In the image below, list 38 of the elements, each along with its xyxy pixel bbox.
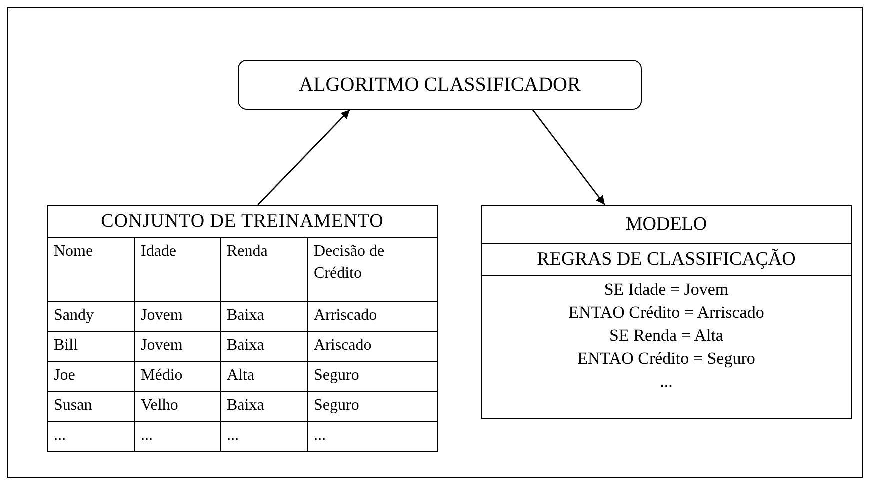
table-cell: Jovem	[135, 332, 221, 362]
table-cell: Arriscado	[308, 302, 437, 332]
table-cell: ...	[135, 422, 221, 452]
box-title: MODELO	[626, 214, 708, 236]
table-title: CONJUNTO DE TREINAMENTO	[101, 210, 384, 232]
process-box	[238, 60, 642, 110]
table-cell-text: ...	[313, 426, 327, 446]
table-cell: ...	[48, 422, 135, 452]
table-cell: Médio	[135, 362, 221, 392]
arrow	[258, 110, 350, 206]
table-cell: Seguro	[308, 392, 437, 422]
table-cell: Idade	[135, 238, 221, 302]
model-box	[481, 205, 852, 419]
table-cell: Joe	[48, 362, 135, 392]
box-title: ALGORITMO CLASSIFICADOR	[299, 74, 581, 96]
table-cell: Susan	[48, 392, 135, 422]
table-cell: Baixa	[221, 302, 308, 332]
table-cell: Renda	[221, 238, 308, 302]
table-cell: Jovem	[135, 302, 221, 332]
rule-text: SE Renda = Alta	[608, 325, 724, 347]
table-cell: Sandy	[48, 302, 135, 332]
rule-text: ENTAO Crédito = Arriscado	[568, 302, 766, 324]
table-cell: Alta	[221, 362, 308, 392]
table-cell: Bill	[48, 332, 135, 362]
table-cell: Velho	[135, 392, 221, 422]
table-cell: Baixa	[221, 392, 308, 422]
rule-text: ENTAO Crédito = Seguro	[576, 348, 756, 370]
table-box	[47, 205, 438, 452]
rule-text: ...	[659, 371, 674, 393]
arrow	[532, 110, 606, 206]
table-cell: Ariscado	[308, 332, 437, 362]
rule-text: SE Idade = Jovem	[603, 279, 730, 301]
table-cell: Baixa	[221, 332, 308, 362]
section-heading: REGRAS DE CLASSIFICAÇÃO	[537, 248, 796, 270]
table-cell: Seguro	[308, 362, 437, 392]
table-cell: Decisão de Crédito	[308, 238, 437, 302]
table-cell: Nome	[48, 238, 135, 302]
table-cell: ...	[221, 422, 308, 452]
